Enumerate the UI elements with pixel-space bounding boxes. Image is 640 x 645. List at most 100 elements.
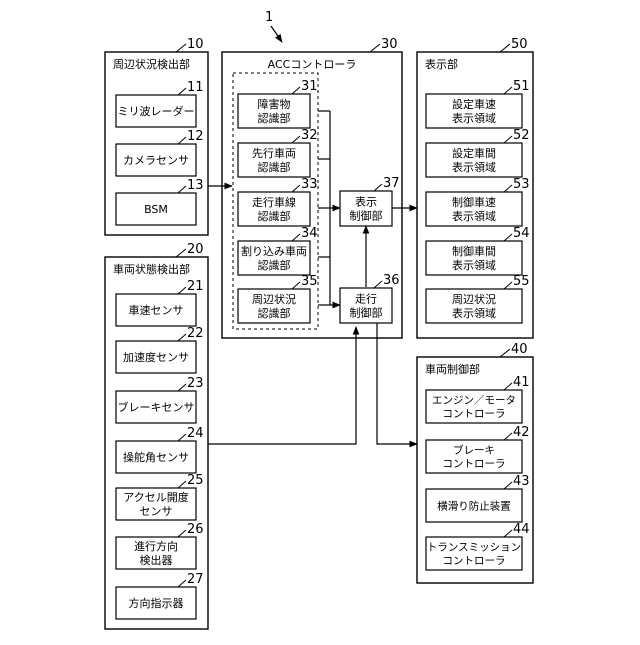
recognizer-35-ref-tick xyxy=(292,282,300,289)
display-area-51-ref-tick xyxy=(504,87,512,94)
surroundings-sensor-12-ref-tick xyxy=(178,137,186,144)
display-area-51-ref: 51 xyxy=(513,79,530,94)
recognizer-33: 走行車線認識部33 xyxy=(238,177,318,226)
vehicle-controller-44-ref: 44 xyxy=(513,522,530,537)
travel-control-unit-ref-tick xyxy=(374,281,382,288)
vehicle-state-sensor-22: 加速度センサ22 xyxy=(116,326,204,373)
vehicle-state-sensor-24-ref-tick xyxy=(178,434,186,441)
display-area-52-label: 表示領域 xyxy=(452,160,496,174)
vehicle-state-sensor-24: 操舵角センサ 24 xyxy=(116,426,204,473)
vehicle-state-to-travel-arrow xyxy=(208,327,356,444)
display-area-53-ref-tick xyxy=(504,185,512,192)
display-area-55-ref-tick xyxy=(504,282,512,289)
display-area-53: 制御車速表示領域 53 xyxy=(426,177,530,226)
vehicle-state-sensor-21: 車速センサ21 xyxy=(116,279,204,326)
display-area-53-ref: 53 xyxy=(513,177,530,192)
vehicle-state-sensor-24-label: 操舵角センサ xyxy=(123,450,189,464)
display-area-53-label: 制御車速 xyxy=(452,195,496,209)
vehicle-controller-43-label: 横滑り防止装置 xyxy=(437,499,511,512)
display-ref: 50 xyxy=(511,37,528,52)
surroundings-sensor-13-ref: 13 xyxy=(187,178,204,193)
display-area-52-ref-tick xyxy=(504,136,512,143)
vehicle-state-sensor-26-label: 検出器 xyxy=(140,553,173,567)
vehicle-state-sensor-25-ref: 25 xyxy=(187,473,204,488)
surroundings-sensor-13-label: BSM xyxy=(144,203,168,216)
display-area-54-label: 表示領域 xyxy=(452,258,496,272)
vehicle-state-sensor-26-label: 進行方向 xyxy=(134,539,178,553)
recognizer-34-ref: 34 xyxy=(301,226,318,241)
surroundings-sensor-13: BSM 13 xyxy=(116,178,204,225)
recognizer-33-ref: 33 xyxy=(301,177,318,192)
vehicle-state-sensor-25: アクセル開度センサ25 xyxy=(116,473,204,520)
vehicle-state-sensor-24-ref: 24 xyxy=(187,426,204,441)
display-area-51-label: 表示領域 xyxy=(452,111,496,125)
vehicle-controller-42-ref-tick xyxy=(504,433,512,440)
surroundings-sensor-11: ミリ波レーダー11 xyxy=(116,80,204,127)
surroundings-sensor-12-label: カメラセンサ xyxy=(123,154,189,167)
surroundings-sensor-12: カメラセンサ12 xyxy=(116,129,204,176)
recognizer-32-label: 先行車両 xyxy=(252,146,296,160)
surroundings-sensor-11-ref-tick xyxy=(178,88,186,95)
vehicle-state-ref-tick xyxy=(176,249,186,257)
display-control-unit-label: 表示 xyxy=(355,194,377,208)
display-area-53-label: 表示領域 xyxy=(452,209,496,223)
travel-control-unit-ref: 36 xyxy=(383,273,400,288)
vehicle-controller-42-ref: 42 xyxy=(513,425,530,440)
vehicle-state-detector-title: 車両状態検出部 xyxy=(113,262,190,276)
display-area-55-label: 周辺状況 xyxy=(452,292,496,306)
component-boxes: ミリ波レーダー11カメラセンサ12BSM13車速センサ21加速度センサ22ブレー… xyxy=(116,79,530,619)
display-control-unit-label: 制御部 xyxy=(350,208,383,222)
recognizer-35-ref: 35 xyxy=(301,274,318,289)
display-control-unit-ref-tick xyxy=(374,184,382,191)
recognizer-31-ref-tick xyxy=(292,87,300,94)
vehicle-state-sensor-27-ref-tick xyxy=(178,580,186,587)
acc-controller-title: ACCコントローラ xyxy=(268,58,357,71)
vehicle-controller-44-label: コントローラ xyxy=(443,555,506,567)
display-area-55: 周辺状況表示領域 55 xyxy=(426,274,530,323)
vehicle-state-sensor-22-label: 加速度センサ xyxy=(123,350,189,364)
recognizer-32-label: 認識部 xyxy=(258,160,291,174)
vehicle-state-sensor-21-ref: 21 xyxy=(187,279,204,294)
recognizer-34-ref-tick xyxy=(292,234,300,241)
vehicle-control-ref-tick xyxy=(500,349,510,357)
vehicle-controller-41-ref: 41 xyxy=(513,375,530,390)
acc-ref-tick xyxy=(370,44,380,52)
surroundings-sensor-11-label: ミリ波レーダー xyxy=(118,104,195,118)
recognizer-31: 障害物認識部31 xyxy=(238,79,318,128)
vehicle-state-sensor-22-ref-tick xyxy=(178,334,186,341)
vehicle-controller-42: ブレーキコントローラ42 xyxy=(426,425,530,473)
vehicle-controller-41: エンジン／モータコントローラ41 xyxy=(426,375,530,423)
vehicle-controller-41-ref-tick xyxy=(504,383,512,390)
vehicle-state-sensor-23: ブレーキセンサ23 xyxy=(116,376,204,423)
surroundings-ref: 10 xyxy=(187,37,204,52)
vehicle-state-sensor-25-label: センサ xyxy=(140,505,173,518)
recognizer-32: 先行車両認識部32 xyxy=(238,128,318,177)
vehicle-controller-44-ref-tick xyxy=(504,530,512,537)
recognizer-34-label: 割り込み車両 xyxy=(241,244,307,258)
vehicle-state-sensor-23-ref-tick xyxy=(178,384,186,391)
display-area-52: 設定車間表示領域52 xyxy=(426,128,530,177)
recognizer-31-label: 障害物 xyxy=(258,97,291,111)
vehicle-state-ref: 20 xyxy=(187,242,204,257)
recognizer-33-label: 認識部 xyxy=(258,209,291,223)
travel-control-unit-label: 走行 xyxy=(355,292,377,305)
travel-to-vehicle-control-arrow xyxy=(377,323,417,444)
display-area-55-ref: 55 xyxy=(513,274,530,289)
surroundings-sensor-13-ref-tick xyxy=(178,186,186,193)
vehicle-state-sensor-26: 進行方向検出器26 xyxy=(116,522,204,569)
recognizer-34-label: 認識部 xyxy=(258,258,291,272)
display-area-54-ref-tick xyxy=(504,234,512,241)
display-control-unit-ref: 37 xyxy=(383,176,400,191)
vehicle-controller-43: 横滑り防止装置43 xyxy=(426,474,530,522)
recognizer-33-ref-tick xyxy=(292,185,300,192)
vehicle-controller-44: トランスミッションコントローラ 44 xyxy=(426,522,530,570)
display-area-52-ref: 52 xyxy=(513,128,530,143)
recognizer-35-label: 認識部 xyxy=(258,306,291,320)
display-area-55-label: 表示領域 xyxy=(452,306,496,320)
vehicle-state-sensor-25-ref-tick xyxy=(178,481,186,488)
vehicle-state-sensor-23-label: ブレーキセンサ xyxy=(118,400,195,414)
travel-control-unit-label: 制御部 xyxy=(350,305,383,319)
vehicle-controller-44-label: トランスミッション xyxy=(427,542,521,554)
display-area-54-ref: 54 xyxy=(513,226,530,241)
